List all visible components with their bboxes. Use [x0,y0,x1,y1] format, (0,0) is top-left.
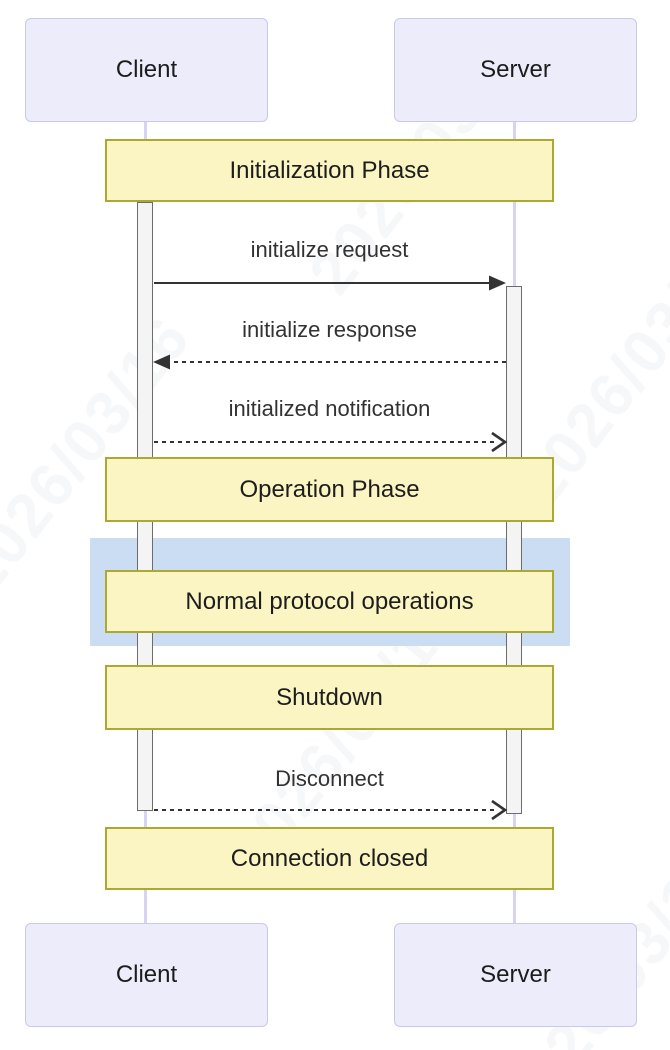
phase-band-label: Connection closed [230,844,429,872]
message-label-initialize-request: initialize request [250,237,409,262]
phase-band-label: Shutdown [276,683,383,711]
message-label-initialize-response: initialize response [242,317,417,342]
activation-bar-server [506,286,522,814]
actor-label: Server [480,961,551,988]
actor-label: Client [115,961,178,988]
arrow-initialized-notification [154,431,508,453]
arrow-initialize-request [154,275,506,291]
actor-server-top: Server [394,18,637,122]
actor-server-bottom: Server [394,923,637,1027]
phase-band-shutdown: Shutdown [105,665,554,730]
phase-band-normal-operations: Normal protocol operations [105,570,554,633]
phase-band-label: Normal protocol operations [185,587,474,615]
phase-band-connection-closed: Connection closed [105,827,554,890]
actor-client-top: Client [25,18,268,122]
phase-band-operation: Operation Phase [105,457,554,522]
arrow-initialize-response [153,354,506,370]
actor-label: Client [115,56,178,83]
message-label-disconnect: Disconnect [275,766,384,791]
phase-band-initialization: Initialization Phase [105,139,554,202]
message-label-initialized-notification: initialized notification [228,396,431,421]
actor-client-bottom: Client [25,923,268,1027]
arrow-disconnect [154,799,508,821]
actor-label: Server [480,56,551,83]
phase-band-label: Operation Phase [239,475,420,503]
phase-band-label: Initialization Phase [229,156,430,184]
